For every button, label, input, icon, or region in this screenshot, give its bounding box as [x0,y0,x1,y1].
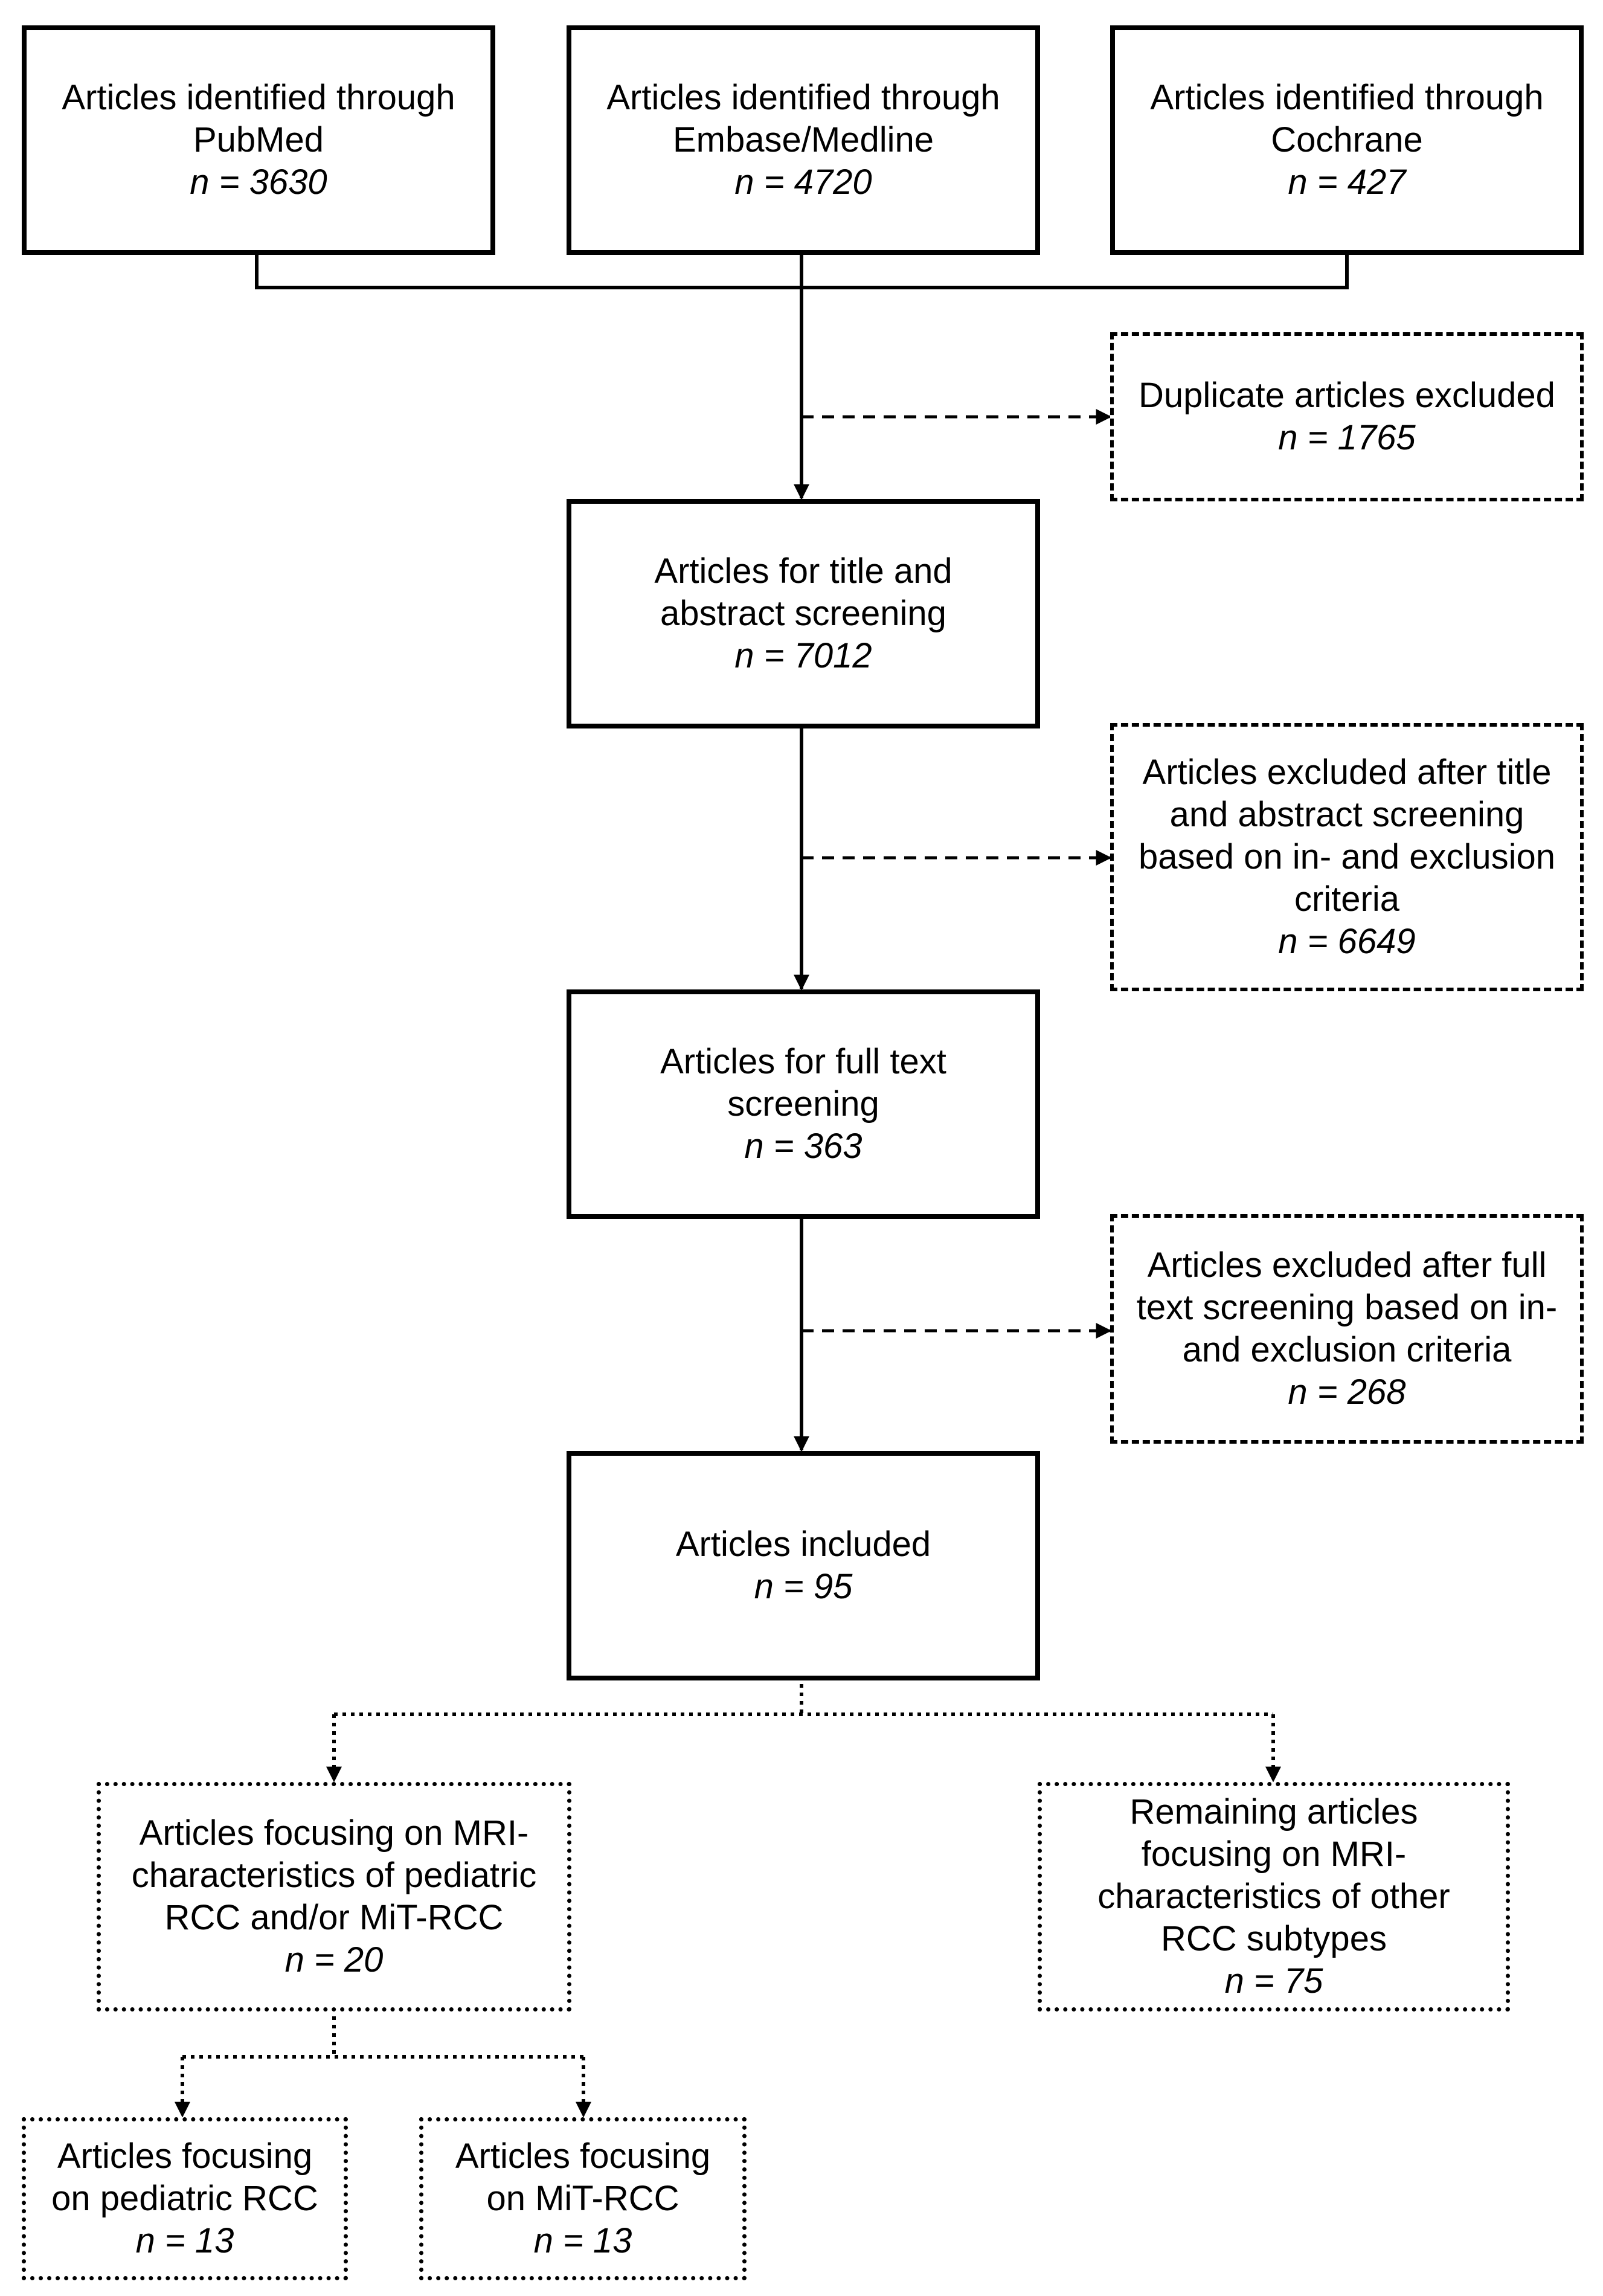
mri-pediatric-mit-count: n = 20 [284,1940,384,1979]
mit-box: Articles focusing on MiT-RCC n = 13 [419,2117,747,2280]
pediatric-box: Articles focusing on pediatric RCC n = 1… [22,2117,348,2280]
pubmed-box: Articles identified through PubMed n = 3… [22,25,495,255]
duplicates-label: Duplicate articles excluded [1139,376,1555,415]
pubmed-count: n = 3630 [190,162,327,202]
excluded-title-box: Articles excluded after title and abstra… [1110,723,1584,991]
excluded-title-label: Articles excluded after title and abstra… [1138,753,1556,919]
cochrane-box: Articles identified through Cochrane n =… [1110,25,1584,255]
mit-count: n = 13 [533,2221,632,2260]
embase-label: Articles identified through Embase/Medli… [606,78,1000,159]
cochrane-label: Articles identified through Cochrane [1150,78,1544,159]
excluded-full-count: n = 268 [1288,1372,1406,1412]
pubmed-label: Articles identified through PubMed [62,78,455,159]
full-text-label: Articles for full text screening [660,1042,946,1124]
duplicates-box: Duplicate articles excluded n = 1765 [1110,332,1584,501]
included-count: n = 95 [754,1567,853,1606]
remaining-count: n = 75 [1224,1961,1323,2001]
embase-count: n = 4720 [734,162,872,202]
title-abstract-count: n = 7012 [734,636,872,675]
embase-box: Articles identified through Embase/Medli… [567,25,1040,255]
duplicates-count: n = 1765 [1278,418,1416,457]
title-abstract-box: Articles for title and abstract screenin… [567,499,1040,728]
mit-label: Articles focusing on MiT-RCC [455,2137,711,2218]
included-label: Articles included [675,1525,931,1564]
pediatric-count: n = 13 [135,2221,234,2260]
mri-pediatric-mit-label: Articles focusing on MRI- characteristic… [131,1813,537,1937]
exclusion-arrows [802,409,1112,1339]
full-text-count: n = 363 [744,1127,863,1166]
excluded-full-label: Articles excluded after full text screen… [1136,1246,1558,1369]
excluded-title-count: n = 6649 [1278,922,1416,961]
split-arrows [175,1684,1281,2118]
remaining-label: Remaining articles focusing on MRI- char… [1097,1792,1450,1958]
mri-pediatric-mit-box: Articles focusing on MRI- characteristic… [97,1782,571,2011]
remaining-box: Remaining articles focusing on MRI- char… [1038,1782,1510,2011]
cochrane-count: n = 427 [1288,162,1406,202]
pediatric-label: Articles focusing on pediatric RCC [51,2137,318,2218]
title-abstract-label: Articles for title and abstract screenin… [654,551,952,633]
excluded-full-box: Articles excluded after full text screen… [1110,1214,1584,1444]
included-box: Articles included n = 95 [567,1451,1040,1680]
full-text-box: Articles for full text screening n = 363 [567,989,1040,1219]
